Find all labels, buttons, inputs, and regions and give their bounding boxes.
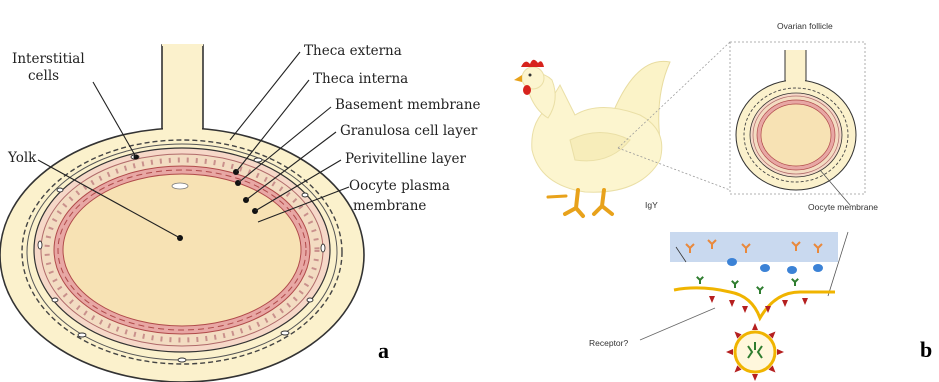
label-oocyte-plasma-line2: membrane <box>353 198 426 214</box>
germinal-disc <box>172 183 188 189</box>
endocytic-vesicle <box>726 323 784 381</box>
yolk-protein-dot <box>813 264 823 272</box>
panel-b: Ovarian follicle IgY Oocyte membrane Rec… <box>514 21 932 381</box>
label-interstitial-line2: cells <box>28 68 59 84</box>
bound-igy <box>757 287 763 294</box>
panel-letter-a: a <box>378 338 389 363</box>
vesicle-receptor <box>777 349 784 355</box>
label-theca-interna: Theca interna <box>313 71 408 87</box>
label-interstitial-line1: Interstitial <box>12 51 85 67</box>
yolk-protein-dot <box>760 264 770 272</box>
receptor-mark <box>709 296 715 303</box>
vesicle-receptor <box>752 374 758 381</box>
label-yolk: Yolk <box>7 150 37 166</box>
yolk-fluid-band <box>670 232 838 262</box>
vesicle-receptor <box>752 323 758 330</box>
bound-igy <box>792 279 798 286</box>
oocyte-membrane-line <box>674 288 835 318</box>
vesicle-receptor <box>726 349 733 355</box>
receptor-mark <box>782 300 788 307</box>
label-igy: IgY <box>645 200 658 210</box>
mini-follicle <box>736 50 856 190</box>
label-perivitelline: Perivitelline layer <box>345 151 467 167</box>
receptor-mark <box>742 306 748 313</box>
label-oocyte-membrane: Oocyte membrane <box>808 202 878 212</box>
label-theca-externa: Theca externa <box>304 43 402 59</box>
label-oocyte-plasma-line1: Oocyte plasma <box>349 178 450 194</box>
panel-a: Theca externa Interstitial cells Theca i… <box>0 43 481 382</box>
bound-igy <box>732 281 738 288</box>
bound-igy <box>697 277 703 284</box>
label-granulosa: Granulosa cell layer <box>340 123 478 139</box>
label-ovarian-follicle: Ovarian follicle <box>777 21 833 31</box>
receptor-mark <box>802 298 808 305</box>
receptors <box>709 296 808 313</box>
hen-illustration <box>514 60 670 216</box>
label-basement-membrane: Basement membrane <box>335 97 481 113</box>
label-receptor: Receptor? <box>589 338 628 348</box>
yolk-protein-dot <box>727 258 737 266</box>
yolk <box>63 174 301 326</box>
receptor-mark <box>729 300 735 307</box>
panel-letter-b: b <box>920 337 932 362</box>
yolk-protein-dot <box>787 266 797 274</box>
